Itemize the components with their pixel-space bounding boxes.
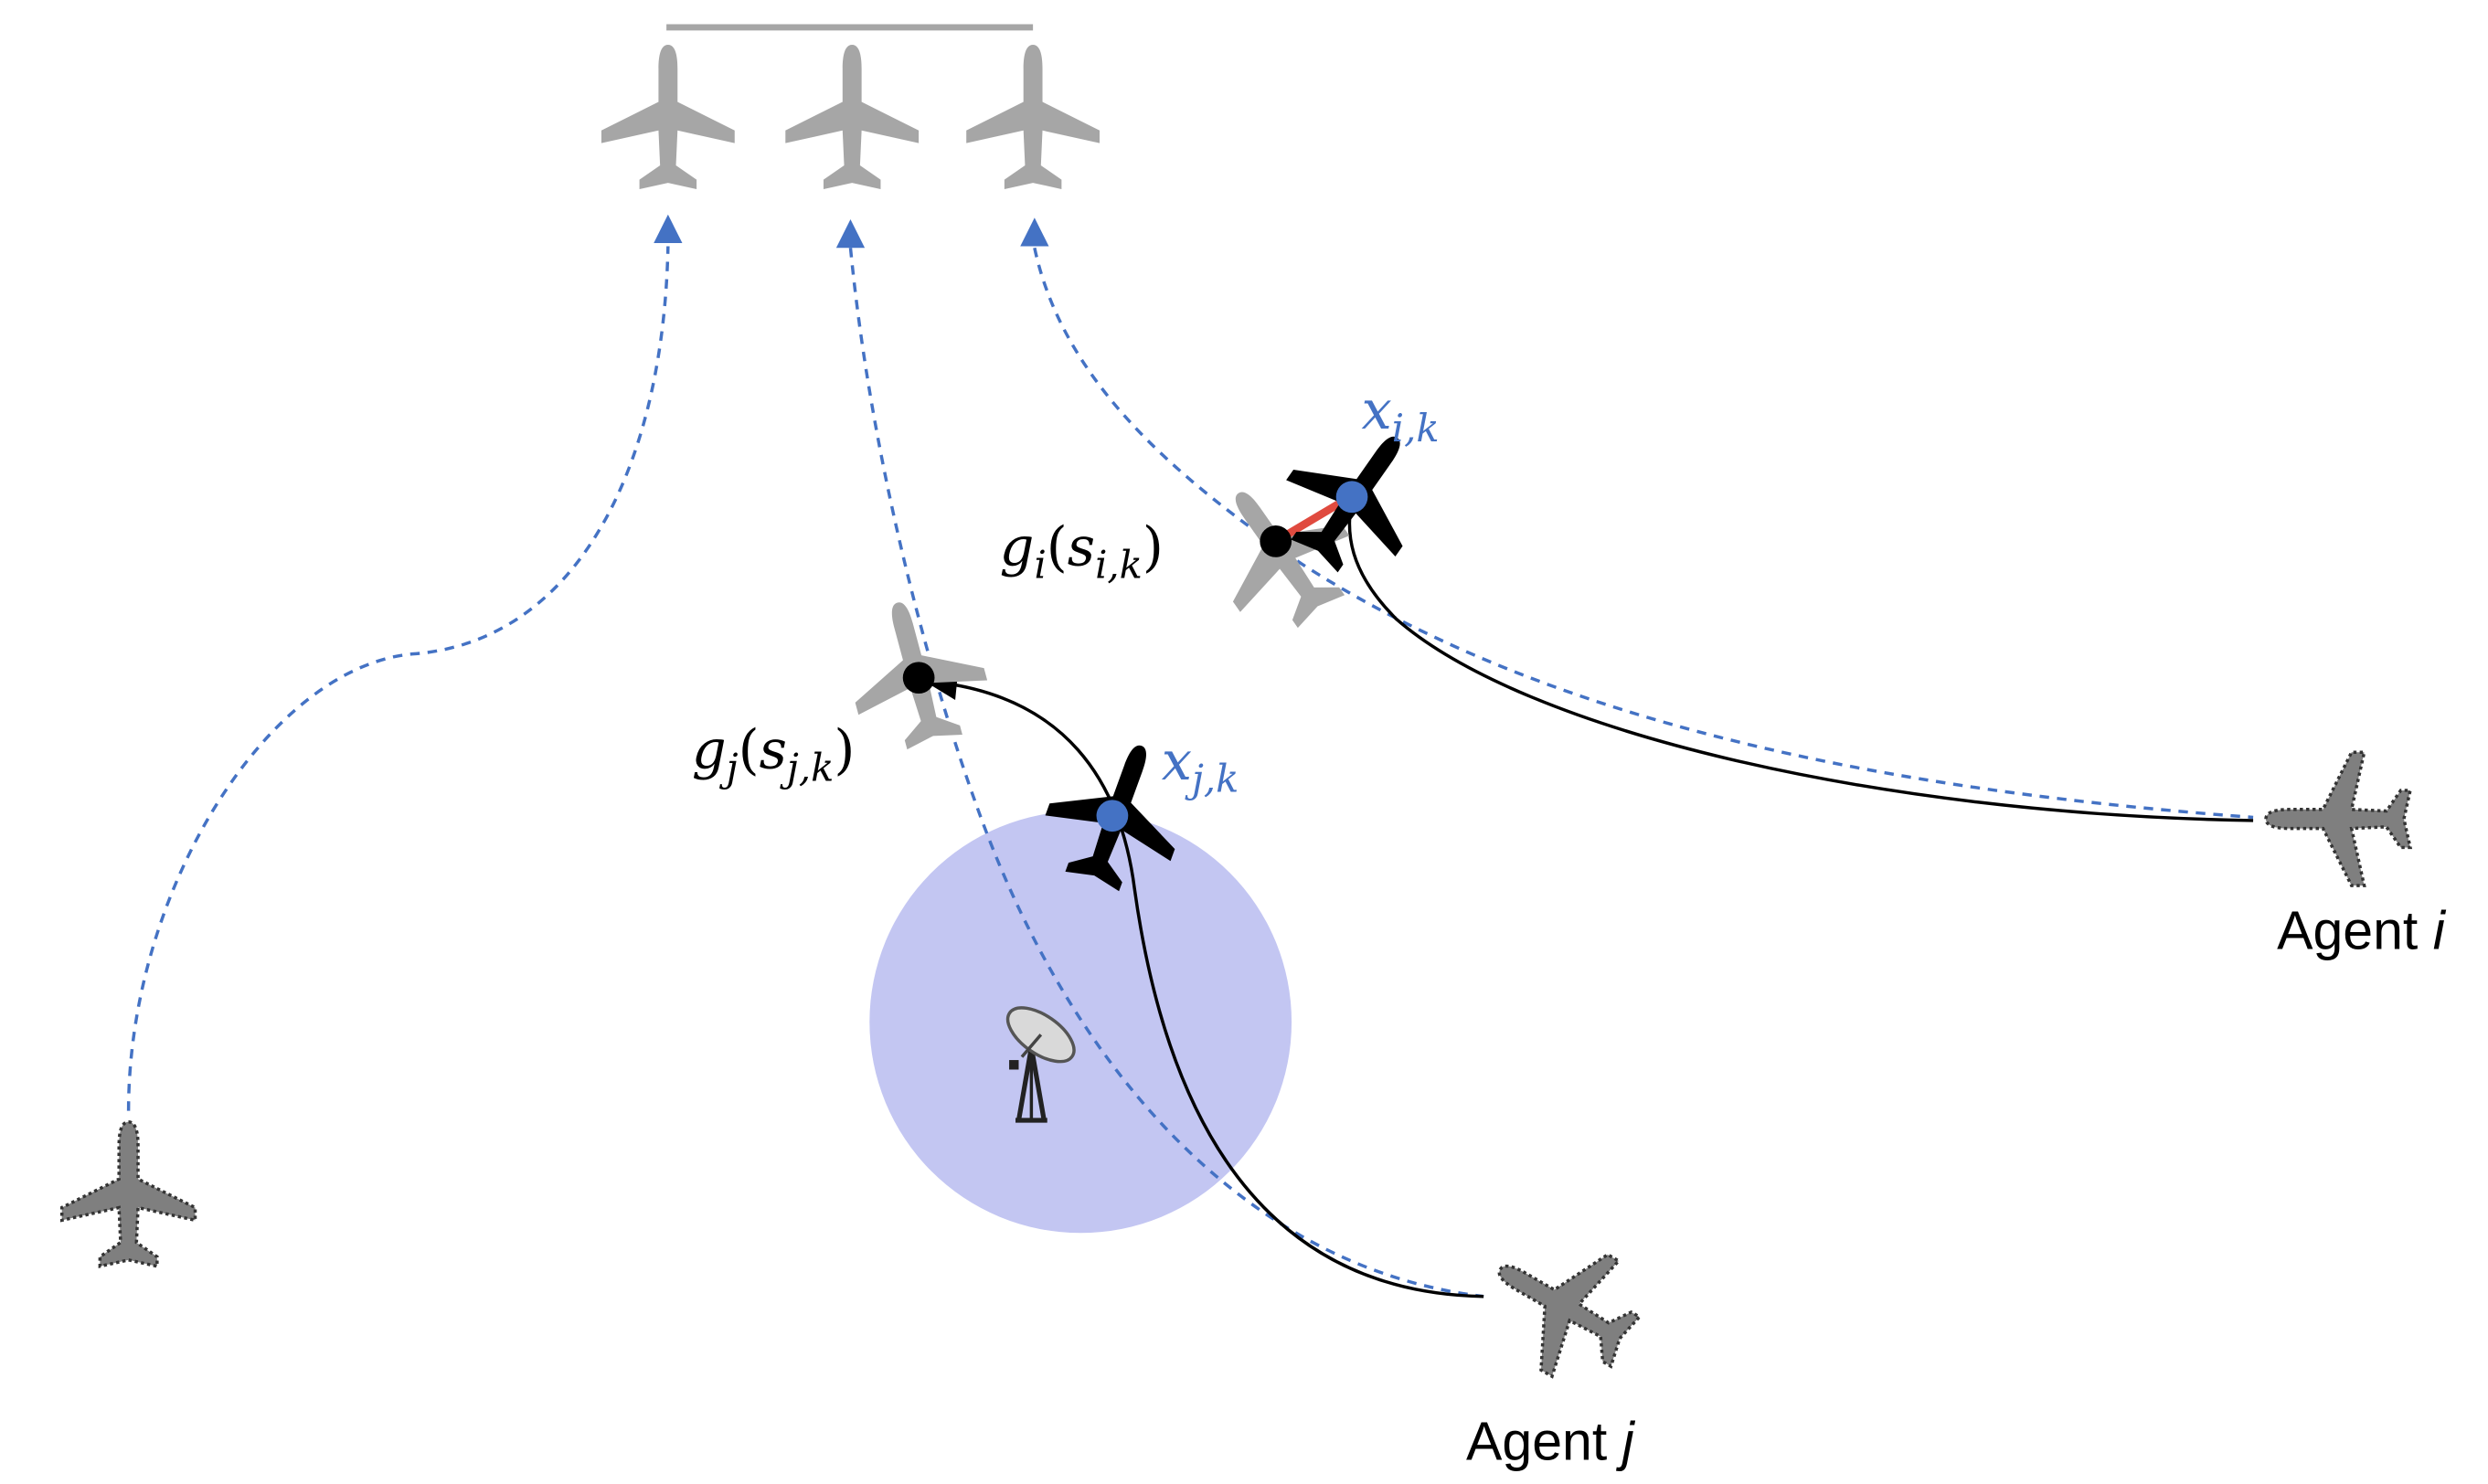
label-agent-i: Agent i (2277, 901, 2447, 961)
reference-dot-i (1260, 525, 1292, 557)
label-agent-j: Agent j (1466, 1412, 1636, 1472)
label-g-j: gj(sj,k) (692, 718, 855, 790)
actual-path-j (939, 681, 1484, 1298)
current-dot-i (1335, 481, 1368, 514)
agent-plane-j (1465, 1210, 1661, 1402)
planned-path-j (848, 248, 1484, 1298)
label-x-j-k: xj,k (1162, 729, 1239, 801)
planned-path-left (126, 246, 670, 1111)
destination-plane-2 (785, 45, 920, 190)
agent-plane-left (59, 1120, 197, 1268)
label-g-i: gi(si,k) (1000, 514, 1164, 587)
agent-plane-i (2264, 750, 2412, 887)
destination-plane-1 (601, 45, 735, 190)
airplane-icon (59, 1120, 197, 1268)
label-x-i-k: xi,k (1361, 378, 1439, 450)
airplane-icon (601, 45, 735, 190)
satellite-dish-icon (1005, 1006, 1076, 1123)
arrowhead-3 (1020, 217, 1049, 247)
arrowhead-1 (654, 214, 683, 244)
destination-plane-3 (966, 45, 1100, 190)
planned-path-i (1033, 247, 2254, 820)
coverage-circle (869, 811, 1292, 1234)
arrowhead-2 (835, 218, 866, 249)
airplane-icon (2264, 750, 2412, 887)
reference-dot-j (902, 662, 935, 694)
airplane-icon (785, 45, 920, 190)
airplane-icon (1465, 1210, 1661, 1402)
current-dot-j (1096, 800, 1129, 832)
actual-path-i (1347, 499, 2254, 822)
airplane-icon (966, 45, 1100, 190)
